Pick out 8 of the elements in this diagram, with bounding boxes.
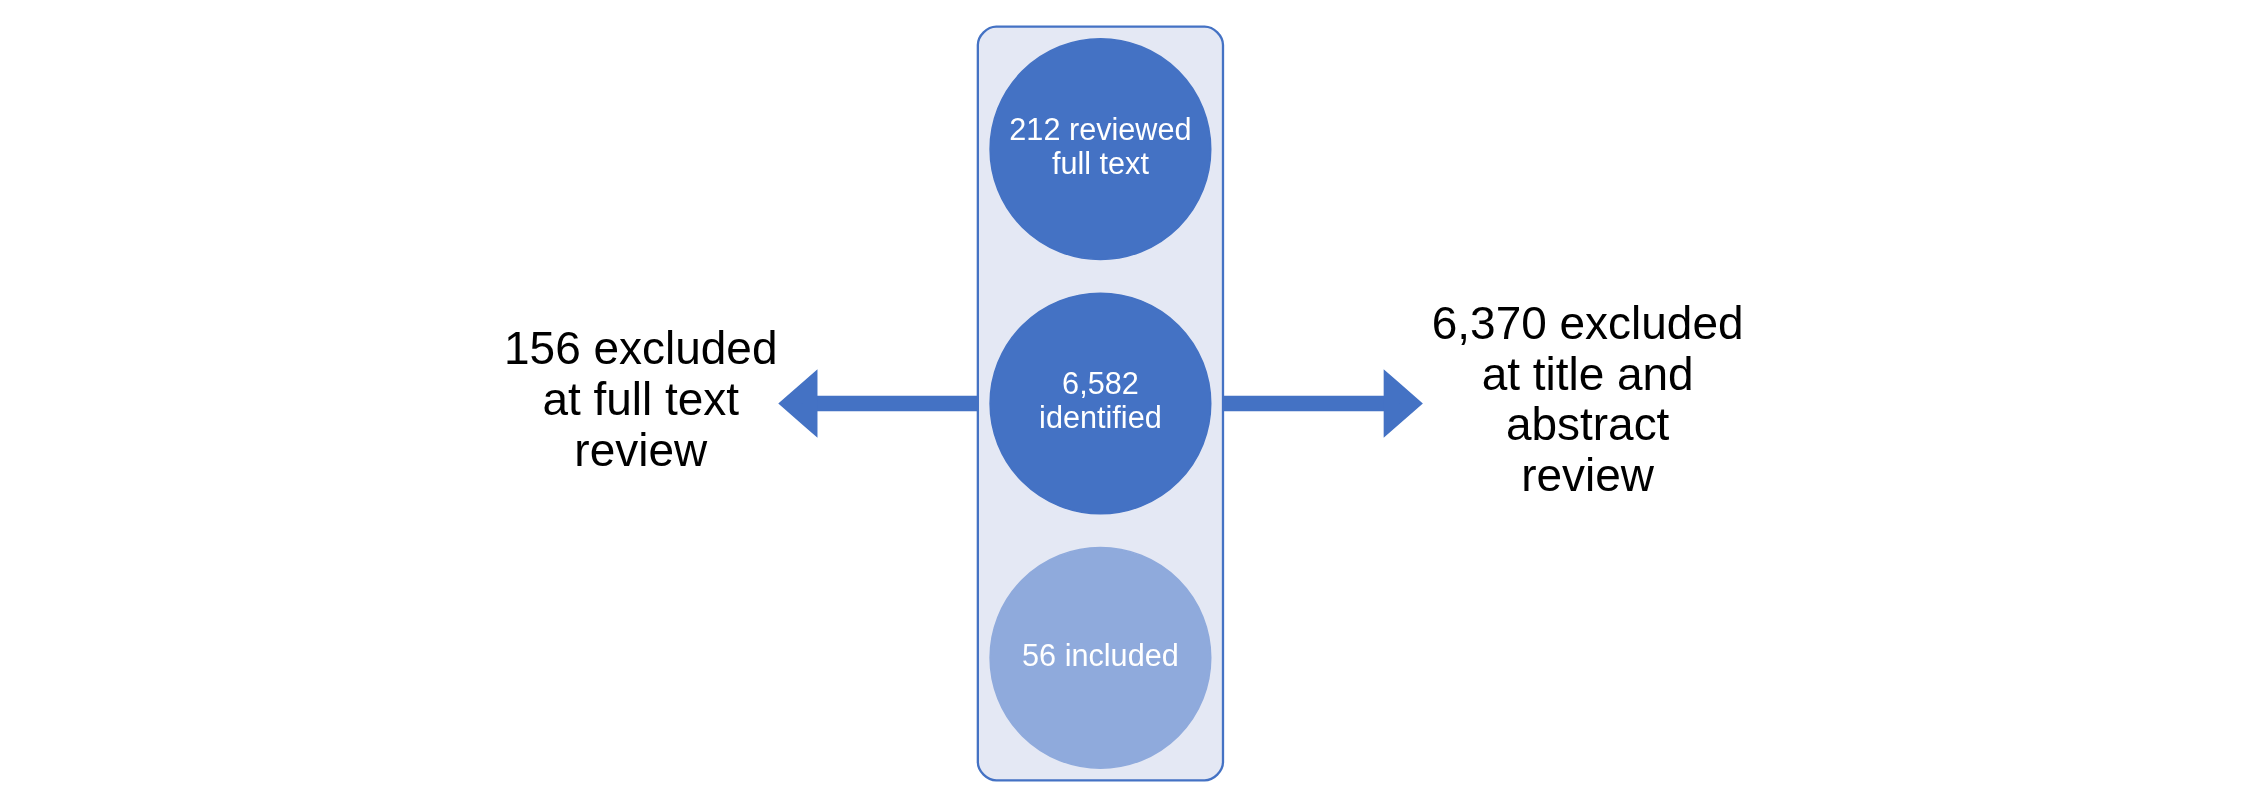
node-text: 6,370 excluded at title and abstract review	[1431, 297, 1744, 501]
cluster	[976, 25, 1225, 782]
node-circle: 56 included	[989, 546, 1212, 769]
node-text: 156 excluded at full text review	[504, 322, 778, 476]
node-circle: 212 reviewed full text	[989, 38, 1212, 261]
arrow	[1223, 369, 1423, 438]
arrow	[778, 369, 978, 438]
node-circle: 6,582 identified	[989, 292, 1212, 515]
